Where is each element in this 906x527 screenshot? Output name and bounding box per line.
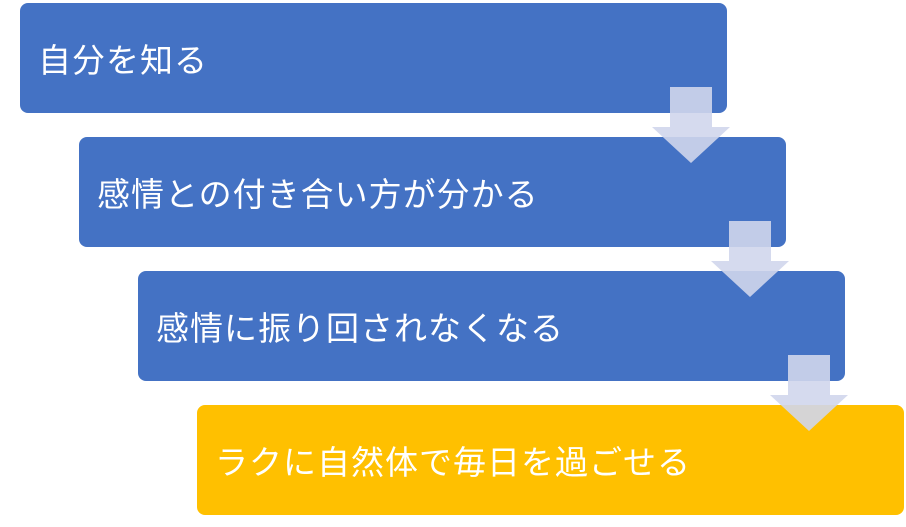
step-1-box: 自分を知る — [20, 3, 727, 113]
step-2-label: 感情との付き合い方が分かる — [97, 175, 539, 214]
step-4-box: ラクに自然体で毎日を過ごせる — [197, 405, 904, 515]
step-3-box: 感情に振り回されなくなる — [138, 271, 845, 381]
step-4-label: ラクに自然体で毎日を過ごせる — [215, 443, 691, 482]
down-arrow-icon — [770, 355, 848, 431]
step-2-box: 感情との付き合い方が分かる — [79, 137, 786, 247]
step-1-label: 自分を知る — [38, 41, 208, 80]
step-3-label: 感情に振り回されなくなる — [156, 309, 564, 348]
down-arrow-icon — [711, 221, 789, 297]
down-arrow-icon — [652, 87, 730, 163]
